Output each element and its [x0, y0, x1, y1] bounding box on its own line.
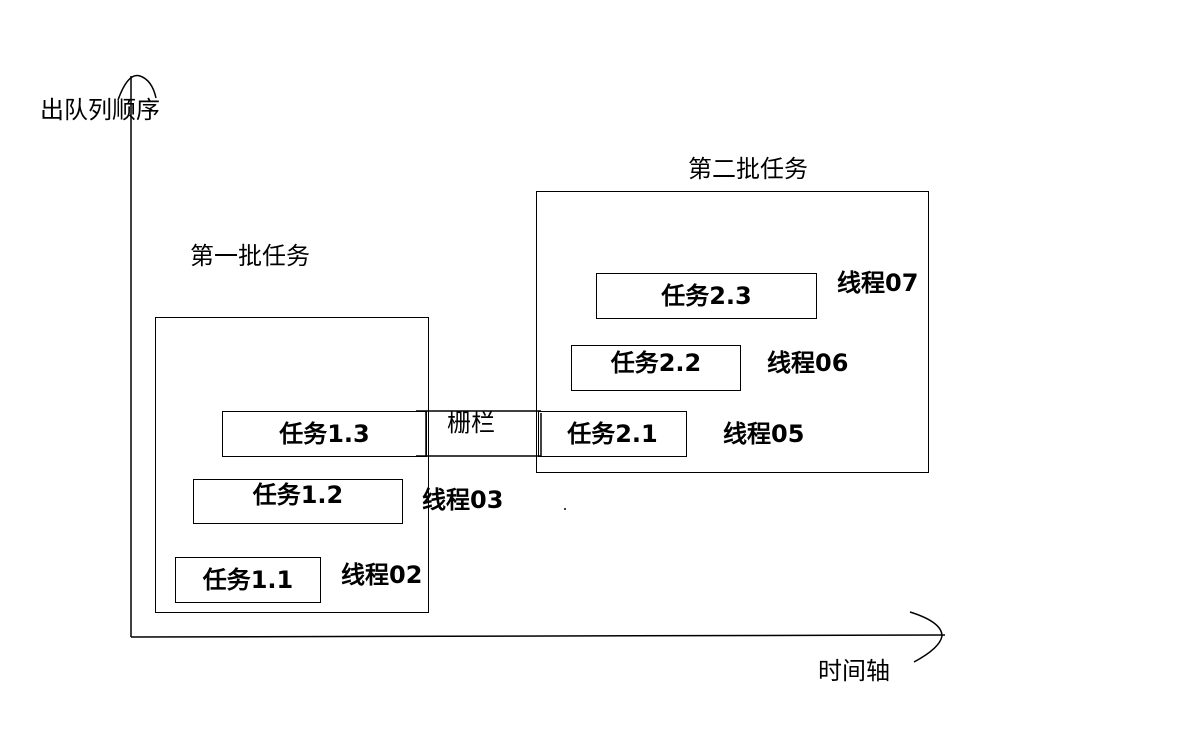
task-box-1-2: 任务1.2: [193, 479, 403, 524]
thread-label-03: 线程03: [422, 486, 504, 514]
task-box-2-1: 任务2.1: [538, 411, 687, 457]
barrier-label: 栅栏: [447, 409, 495, 437]
group-title-batch-1: 第一批任务: [190, 242, 310, 270]
group-title-batch-2: 第二批任务: [688, 155, 808, 183]
task-box-2-2: 任务2.2: [571, 345, 741, 391]
thread-label-05: 线程05: [723, 420, 805, 448]
x-axis-label: 时间轴: [818, 657, 890, 685]
stray-dot: [564, 508, 566, 510]
task-label-1-2: 任务1.2: [252, 481, 344, 509]
task-label-2-3: 任务2.3: [661, 282, 752, 310]
task-label-1-3: 任务1.3: [279, 420, 370, 448]
group-box-batch-1: [155, 317, 429, 613]
task-label-2-2: 任务2.2: [610, 349, 702, 377]
task-box-2-3: 任务2.3: [596, 273, 817, 319]
y-axis-label: 出队列顺序: [40, 96, 160, 124]
y-axis-arrowhead: [117, 74, 157, 101]
task-box-1-1: 任务1.1: [175, 557, 321, 603]
task-box-1-3: 任务1.3: [222, 411, 427, 457]
x-axis-line: [130, 634, 946, 638]
thread-label-07: 线程07: [837, 269, 919, 297]
thread-label-02: 线程02: [341, 561, 423, 589]
task-label-1-1: 任务1.1: [202, 566, 294, 594]
thread-label-06: 线程06: [767, 349, 849, 377]
x-axis-arrowhead: [909, 611, 943, 663]
task-label-2-1: 任务2.1: [567, 420, 658, 448]
group-box-batch-2: [536, 191, 929, 473]
